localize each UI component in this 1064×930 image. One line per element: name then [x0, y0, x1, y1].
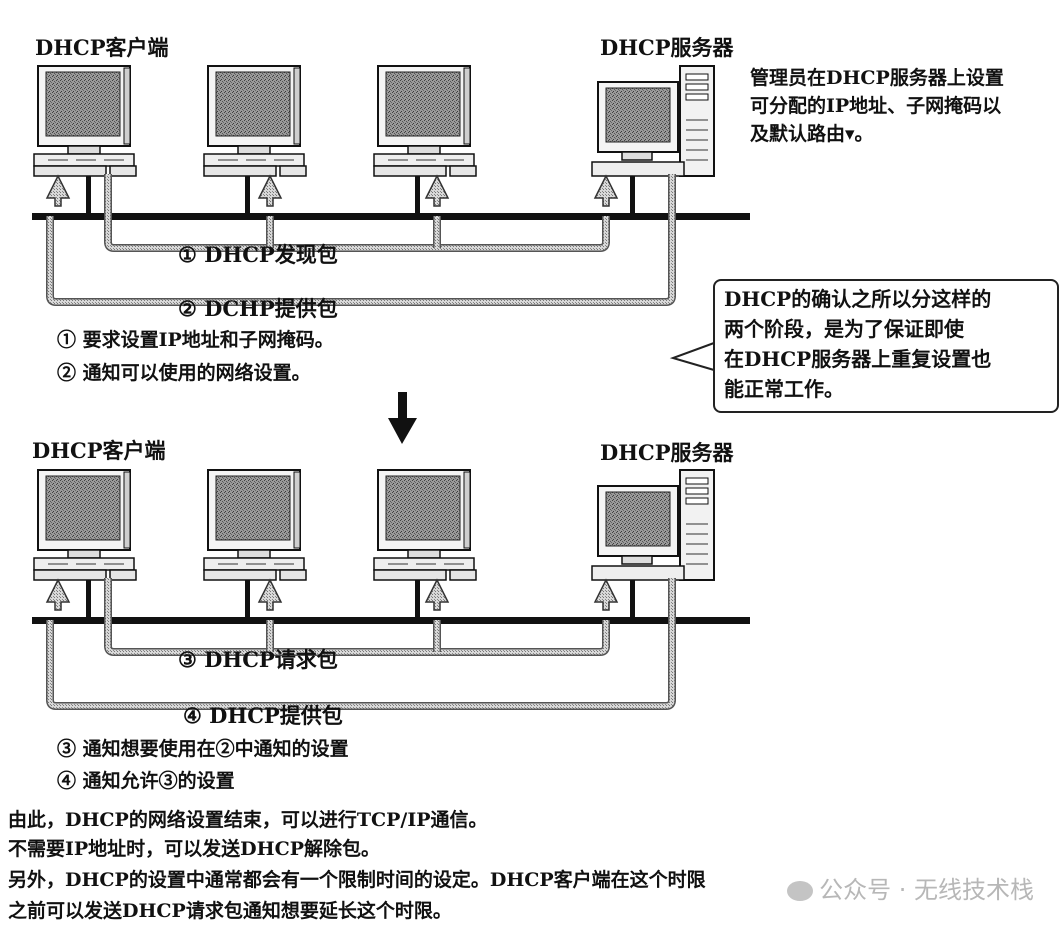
arrow-up-icon	[257, 174, 283, 207]
wechat-icon	[787, 881, 814, 901]
top-panel	[32, 65, 750, 306]
watermark: 公众号 · 无线技术栈	[787, 870, 1034, 905]
callout-line-1: DHCP的确认之所以分这样的	[724, 287, 992, 311]
client-computer-icon	[373, 469, 477, 581]
callout-tail	[669, 341, 715, 372]
bottom-server-label: DHCP服务器	[600, 440, 734, 465]
arrow-up-icon	[593, 174, 619, 207]
callout-line-3: 在DHCP服务器上重复设置也	[724, 347, 992, 371]
top-client-label: DHCP客户端	[35, 35, 169, 60]
callout-text: DHCP的确认之所以分这样的 两个阶段，是为了保证即使 在DHCP服务器上重复设…	[724, 284, 991, 404]
explanation-1: ① 要求设置IP地址和子网掩码。	[57, 329, 334, 351]
bottom-panel	[32, 469, 750, 710]
explanation-4: ④ 通知允许③的设置	[57, 770, 235, 792]
msg-dhcp-ack: ④ DHCP提供包	[183, 703, 343, 728]
msg-dhcp-request: ③ DHCP请求包	[178, 647, 338, 672]
explanation-2: ② 通知可以使用的网络设置。	[57, 362, 311, 384]
client-computer-icon	[33, 469, 137, 581]
summary-line-4: 之前可以发送DHCP请求包通知想要延长这个时限。	[8, 900, 452, 922]
arrow-up-icon	[45, 578, 71, 611]
arrow-up-icon	[45, 174, 71, 207]
explanation-3: ③ 通知想要使用在②中通知的设置	[57, 738, 349, 760]
arrow-up-icon	[593, 578, 619, 611]
client-computer-icon	[373, 65, 477, 177]
client-computer-icon	[203, 469, 307, 581]
callout-line-4: 能正常工作。	[724, 377, 844, 401]
arrow-up-icon	[424, 174, 450, 207]
summary-line-3: 另外，DHCP的设置中通常都会有一个限制时间的设定。DHCP客户端在这个时限	[8, 869, 706, 891]
msg-dhcp-offer: ② DCHP提供包	[178, 296, 338, 321]
server-computer-icon	[591, 469, 715, 581]
admin-note-line-2: 可分配的IP地址、子网掩码以	[750, 95, 1002, 117]
summary-line-2: 不需要IP地址时，可以发送DHCP解除包。	[8, 838, 381, 860]
top-server-label: DHCP服务器	[600, 35, 734, 60]
arrow-up-icon	[424, 578, 450, 611]
admin-note-line-1: 管理员在DHCP服务器上设置	[750, 67, 1004, 89]
client-computer-icon	[203, 65, 307, 177]
client-computer-icon	[33, 65, 137, 177]
callout-box	[713, 279, 1059, 413]
server-computer-icon	[591, 65, 715, 177]
watermark-text: 公众号 · 无线技术栈	[819, 876, 1034, 904]
callout-line-2: 两个阶段，是为了保证即使	[724, 317, 964, 341]
admin-note-line-3: 及默认路由▾。	[750, 123, 874, 145]
msg-dhcp-discover: ① DHCP发现包	[178, 242, 338, 267]
bottom-client-label: DHCP客户端	[32, 438, 166, 463]
arrow-up-icon	[257, 578, 283, 611]
arrow-down-icon	[388, 392, 417, 444]
summary-line-1: 由此，DHCP的网络设置结束，可以进行TCP/IP通信。	[8, 809, 488, 831]
